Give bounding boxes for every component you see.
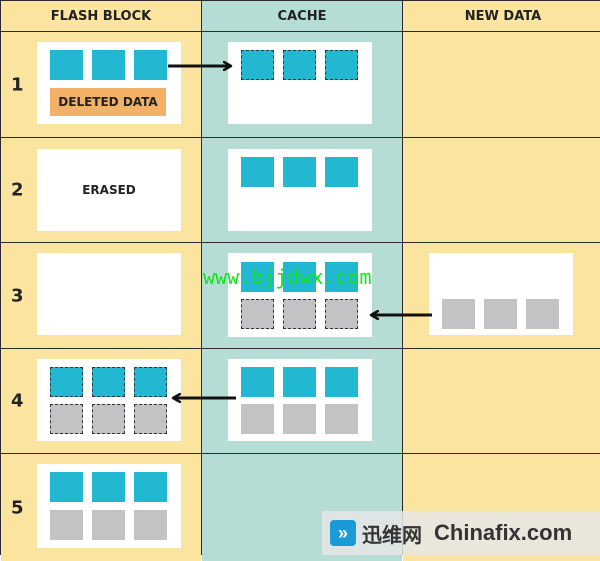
valid-data-block	[92, 472, 125, 502]
new-data-block	[325, 299, 358, 329]
valid-data-block	[50, 472, 83, 502]
row-4-flash-cell: 4	[1, 349, 201, 453]
new-data-block	[526, 299, 559, 329]
cached-data-block	[283, 157, 316, 187]
cached-data-block	[325, 262, 358, 292]
cache-panel	[228, 253, 372, 337]
header-new-data: NEW DATA	[403, 1, 600, 31]
flash-block-panel: DELETED DATA	[37, 42, 181, 124]
written-data-block	[50, 367, 83, 397]
cached-data-block	[241, 157, 274, 187]
new-data-block	[442, 299, 475, 329]
cached-new-data-block	[241, 404, 274, 434]
flash-block-panel	[37, 359, 181, 441]
valid-data-block	[50, 50, 83, 80]
valid-data-block	[134, 50, 167, 80]
cached-new-data-block	[325, 404, 358, 434]
new-data-block	[134, 510, 167, 540]
row-number: 5	[11, 497, 24, 518]
cached-data-block	[325, 157, 358, 187]
cached-new-data-block	[283, 404, 316, 434]
flash-block-panel: ERASED	[37, 149, 181, 231]
new-data-block	[50, 510, 83, 540]
watermark-logo-cn: 迅维网	[362, 524, 422, 547]
row-2-new-data-cell	[403, 138, 600, 242]
row-2-cache-cell	[202, 138, 402, 242]
valid-data-block	[92, 50, 125, 80]
flash-block-panel	[37, 464, 181, 548]
cache-panel	[228, 149, 372, 231]
cached-data-block	[283, 367, 316, 397]
written-new-data-block	[92, 404, 125, 434]
row-4-new-data-cell	[403, 349, 600, 453]
cached-data-block	[241, 367, 274, 397]
written-data-block	[134, 367, 167, 397]
row-number: 4	[11, 390, 24, 412]
written-data-block	[92, 367, 125, 397]
written-new-data-block	[134, 404, 167, 434]
row-1-flash-cell: 1 DELETED DATA	[1, 32, 201, 137]
row-number: 1	[11, 74, 24, 95]
cached-data-block	[241, 50, 274, 80]
valid-data-block	[134, 472, 167, 502]
cached-data-block	[283, 262, 316, 292]
cached-data-block	[325, 367, 358, 397]
written-new-data-block	[50, 404, 83, 434]
row-4-cache-cell	[202, 349, 402, 453]
cached-data-block	[283, 50, 316, 80]
row-3-cache-cell	[202, 243, 402, 348]
row-5-flash-cell: 5	[1, 454, 201, 561]
new-data-block	[241, 299, 274, 329]
row-3-flash-cell: 3	[1, 243, 201, 348]
row-1-new-data-cell	[403, 32, 600, 137]
row-1-cache-cell	[202, 32, 402, 137]
header-flash-block: FLASH BLOCK	[1, 1, 201, 31]
deleted-data-label: DELETED DATA	[50, 88, 166, 116]
chinafix-logo-icon: »	[330, 520, 356, 546]
row-2-flash-cell: 2 ERASED	[1, 138, 201, 242]
cache-panel	[228, 359, 372, 441]
watermark-logo: » 迅维网 Chinafix.com	[322, 511, 600, 555]
new-data-block	[92, 510, 125, 540]
cached-data-block	[325, 50, 358, 80]
header-cache: CACHE	[202, 1, 402, 31]
watermark-logo-en: Chinafix.com	[434, 520, 573, 545]
watermark-url: www.bjjdwx.com	[203, 265, 372, 289]
row-number: 2	[11, 179, 24, 201]
flash-block-panel	[37, 253, 181, 335]
cached-data-block	[241, 262, 274, 292]
cache-panel	[228, 42, 372, 124]
new-data-block	[484, 299, 517, 329]
row-3-new-data-cell	[403, 243, 600, 348]
row-number: 3	[11, 285, 24, 306]
new-data-panel	[429, 253, 573, 335]
new-data-block	[283, 299, 316, 329]
erased-label: ERASED	[82, 183, 136, 197]
